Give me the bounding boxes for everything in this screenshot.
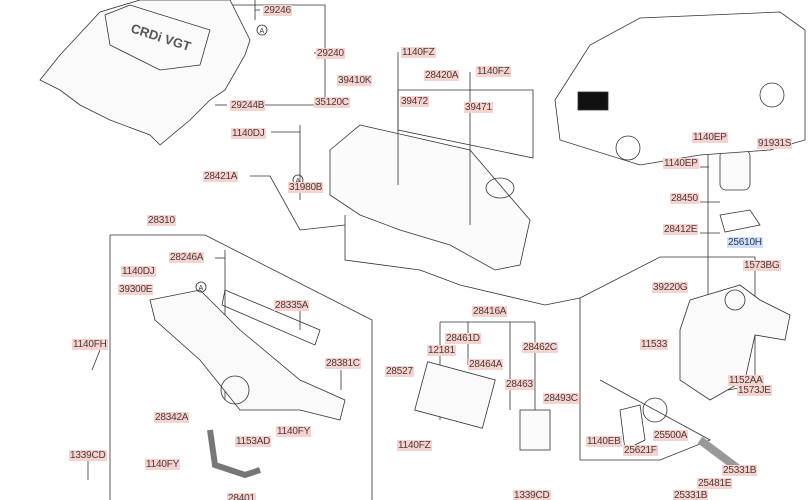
egr-cooler — [414, 361, 496, 429]
part-label[interactable]: 39410K — [337, 75, 373, 86]
intake-manifold — [149, 289, 346, 421]
engine-cover — [39, 0, 251, 146]
callout-a: A — [260, 28, 265, 35]
part-label[interactable]: 28412E — [663, 224, 699, 235]
part-label[interactable]: 1140FZ — [476, 66, 511, 77]
part-label[interactable]: 1140FY — [276, 426, 312, 437]
egr-pipe — [207, 429, 261, 479]
part-label[interactable]: 28463 — [505, 379, 534, 390]
part-label[interactable]: 1152AA — [728, 375, 764, 386]
part-label[interactable]: 1140FZ — [401, 47, 436, 58]
part-label[interactable]: 1140FH — [72, 339, 108, 350]
part-label[interactable]: 1140FY — [145, 459, 181, 470]
part-label[interactable]: 1140EB — [586, 436, 622, 447]
part-label[interactable]: 1140EP — [692, 132, 728, 143]
part-label[interactable]: 28401 — [227, 493, 256, 500]
part-label[interactable]: 28342A — [154, 412, 190, 423]
part-label[interactable]: 28462C — [522, 342, 558, 353]
part-label[interactable]: 28527 — [385, 366, 414, 377]
manifold-gasket — [221, 289, 321, 346]
part-label[interactable]: 28450 — [670, 193, 699, 204]
part-label[interactable]: 25500A — [653, 430, 689, 441]
part-label[interactable]: 28246A — [169, 252, 205, 263]
part-label[interactable]: 91931S — [757, 138, 793, 149]
part-label[interactable]: 25331B — [673, 490, 709, 500]
part-label[interactable]: 25621F — [623, 445, 658, 456]
part-label[interactable]: 1140EP — [663, 158, 699, 169]
part-label[interactable]: 1153AD — [235, 436, 272, 447]
actuator-gasket — [719, 209, 761, 233]
part-label[interactable]: 1573BG — [743, 260, 781, 271]
part-label[interactable]: 25331B — [722, 465, 758, 476]
part-label[interactable]: 39472 — [400, 96, 429, 107]
part-label[interactable]: 28464A — [468, 359, 504, 370]
egr-actuator — [719, 149, 751, 191]
part-label-highlighted[interactable]: 25610H — [727, 237, 763, 248]
vehicle-outline — [554, 11, 806, 166]
part-label[interactable]: 31980B — [288, 182, 324, 193]
part-label[interactable]: 39220G — [652, 282, 689, 293]
part-label[interactable]: 35120C — [314, 97, 350, 108]
part-label[interactable]: 1573JE — [737, 385, 772, 396]
part-label[interactable]: 39300E — [118, 284, 154, 295]
part-label[interactable]: 28416A — [472, 306, 508, 317]
part-label[interactable]: 1140DJ — [121, 266, 156, 277]
part-label[interactable]: 28421A — [203, 171, 239, 182]
callout-a: A — [296, 178, 301, 185]
part-label[interactable]: 29240 — [316, 48, 345, 59]
part-label[interactable]: 11533 — [640, 339, 669, 350]
part-label[interactable]: 29244B — [230, 100, 266, 111]
part-label[interactable]: 12181 — [427, 345, 456, 356]
part-label[interactable]: 28493C — [543, 393, 579, 404]
part-label[interactable]: 1339CD — [69, 450, 107, 461]
thermostat-cover — [619, 404, 646, 451]
part-label[interactable]: 25481E — [697, 478, 733, 489]
vehicle-engine-highlight — [577, 91, 609, 111]
part-label[interactable]: 39471 — [464, 102, 493, 113]
thermostat — [642, 397, 668, 423]
thermostat-housing — [679, 284, 791, 401]
part-label[interactable]: 28420A — [424, 70, 460, 81]
part-label[interactable]: 29246 — [263, 5, 292, 16]
part-label[interactable]: 28461D — [445, 333, 481, 344]
part-label[interactable]: 28381C — [325, 358, 361, 369]
part-label[interactable]: 1140FZ — [397, 440, 432, 451]
part-label[interactable]: 1140DJ — [231, 128, 266, 139]
part-label[interactable]: 28335A — [274, 300, 310, 311]
part-label[interactable]: 28310 — [147, 215, 176, 226]
part-label[interactable]: 1339CD — [513, 490, 551, 500]
callout-a: A — [199, 285, 204, 292]
engine-cover-logo-panel — [104, 4, 211, 71]
egr-valve — [519, 409, 551, 451]
cylinder-head — [329, 124, 531, 271]
